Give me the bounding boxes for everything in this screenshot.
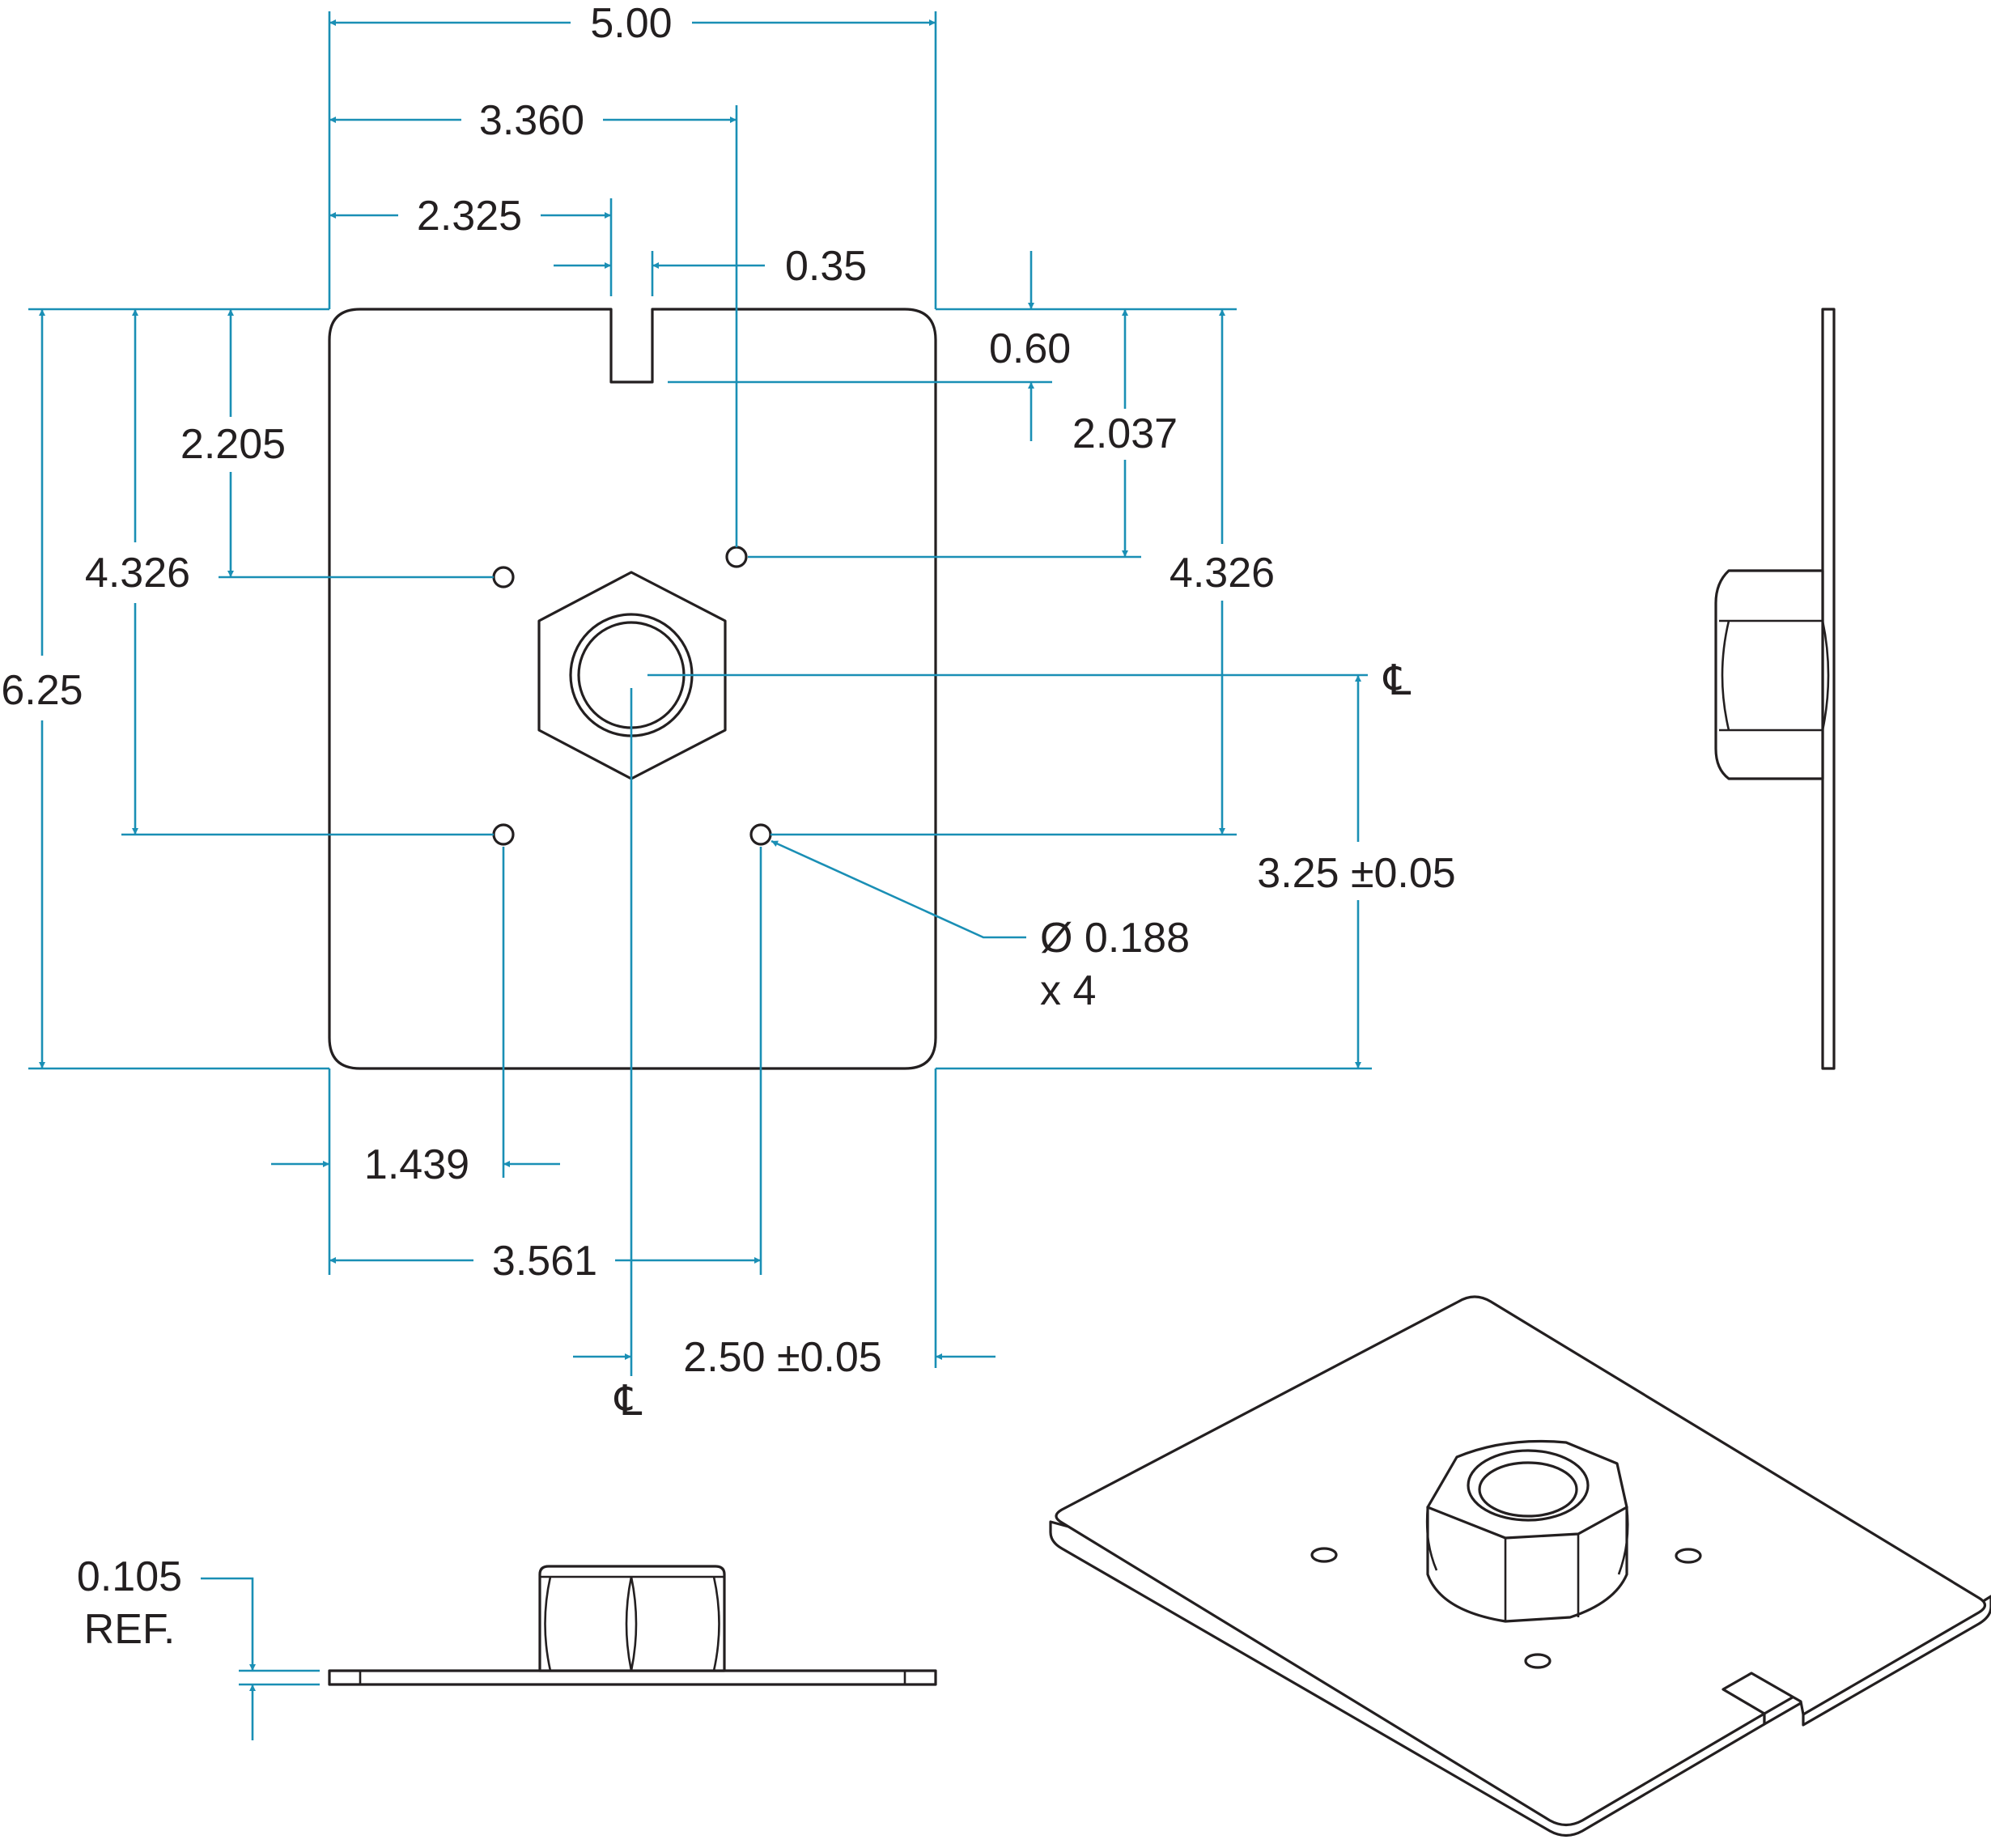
bottom-plate — [328, 1669, 937, 1686]
bottom-nut — [538, 1565, 726, 1672]
dim-centerline-y: 3.25 ±0.05 — [1257, 850, 1455, 897]
side-nut — [1714, 569, 1824, 780]
dim-overall-width: 5.00 — [590, 0, 672, 47]
front-view-dimensions: 5.00 3.360 2.325 0.35 0.60 2.037 4.326 — [1, 0, 1455, 1425]
dim-slot-depth: 0.60 — [989, 325, 1071, 372]
iso-hole-bottom — [1524, 1653, 1552, 1669]
iso-hole-left — [1310, 1547, 1338, 1563]
bottom-view: 0.105 REF. — [77, 1553, 937, 1740]
hole-upper-left — [492, 566, 515, 588]
dim-thickness: 0.105 — [77, 1553, 182, 1600]
dim-overall-height: 6.25 — [1, 667, 83, 714]
iso-nut-bore-inner — [1478, 1461, 1578, 1518]
dim-hole-upper-left-y: 2.205 — [180, 421, 286, 468]
dim-hole-spacing-left: 4.326 — [85, 550, 190, 597]
dim-hole-diameter: Ø 0.188 — [1040, 915, 1190, 962]
dim-thickness-ref: REF. — [84, 1606, 176, 1653]
hole-lower-right — [749, 823, 772, 846]
centerline-symbol-vertical: ℄ — [613, 1377, 643, 1425]
dim-slot-width: 0.35 — [785, 243, 867, 290]
side-view — [1714, 308, 1836, 1070]
dim-slot-x: 2.325 — [417, 193, 522, 240]
iso-hole-right — [1675, 1548, 1702, 1564]
dim-centerline-x: 2.50 ±0.05 — [683, 1334, 881, 1381]
dim-hole-spacing-right: 4.326 — [1170, 550, 1275, 597]
isometric-view — [1049, 1295, 1991, 1837]
dim-hole-left-x: 1.439 — [364, 1141, 469, 1188]
dim-hole-lower-right-x: 3.561 — [492, 1238, 597, 1285]
hole-upper-right — [725, 546, 748, 568]
dim-hole-upper-right-x: 3.360 — [479, 97, 584, 144]
front-view — [328, 308, 937, 1070]
dim-hole-count: x 4 — [1040, 967, 1096, 1014]
dim-hole-upper-right-y: 2.037 — [1072, 410, 1178, 457]
centerline-symbol-horizontal: ℄ — [1382, 656, 1412, 705]
hole-lower-left — [492, 823, 515, 846]
